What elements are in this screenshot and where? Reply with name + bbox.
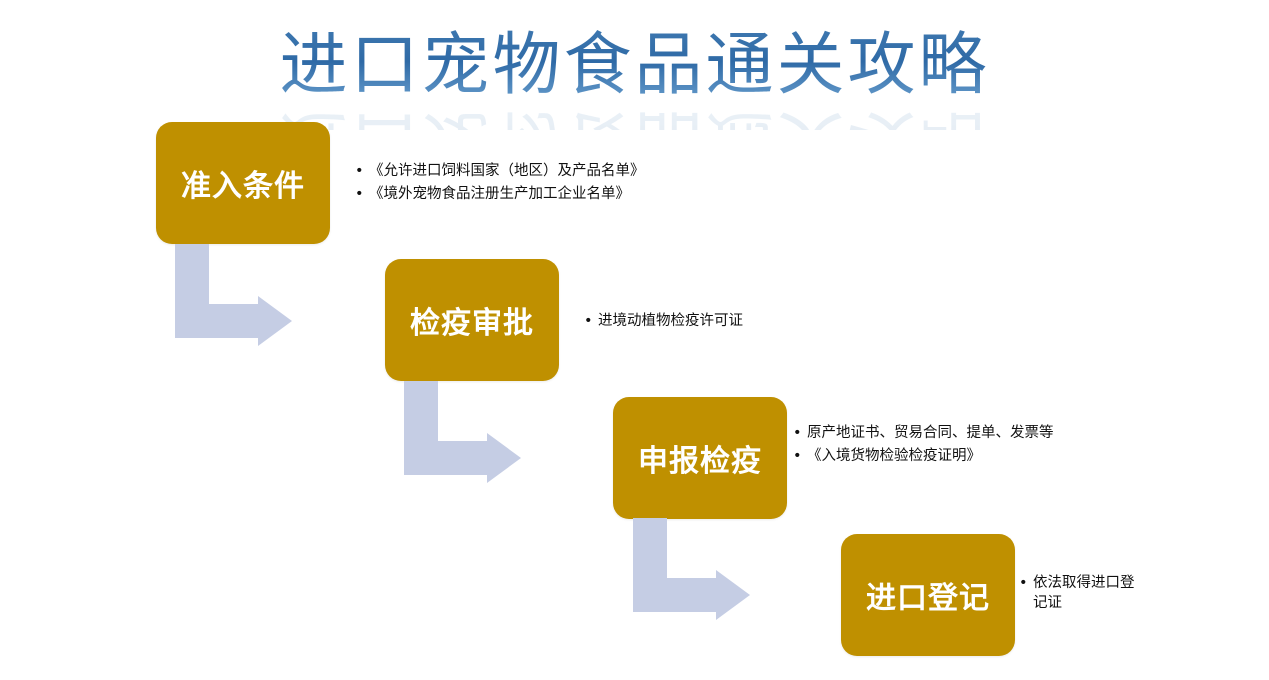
step-box-quarantine-approval: 检疫审批 — [385, 259, 559, 381]
step-details-admission-conditions: 《允许进口饲料国家（地区）及产品名单》 《境外宠物食品注册生产加工企业名单》 — [355, 160, 645, 206]
step-box-import-registration: 进口登记 — [841, 534, 1015, 656]
step-label: 检疫审批 — [410, 306, 534, 341]
step-label: 进口登记 — [866, 581, 990, 616]
diagram-title: 进口宠物食品通关攻略 — [279, 26, 990, 105]
detail-item: 《允许进口饲料国家（地区）及产品名单》 — [355, 160, 645, 183]
title-reflection-text: 进口宠物食品通关攻略 — [279, 96, 989, 130]
down-right-arrow-icon — [633, 518, 750, 620]
step-box-admission-conditions: 准入条件 — [156, 122, 330, 244]
step-details-quarantine-declaration: 原产地证书、贸易合同、提单、发票等 《入境货物检验检疫证明》 — [793, 422, 1054, 468]
step-details-quarantine-approval: 进境动植物检疫许可证 — [584, 310, 743, 333]
detail-item: 依法取得进口登记证 — [1019, 573, 1139, 613]
step-label: 申报检疫 — [638, 444, 762, 479]
detail-item: 原产地证书、贸易合同、提单、发票等 — [793, 422, 1054, 445]
step-label: 准入条件 — [181, 169, 305, 204]
detail-item: 进境动植物检疫许可证 — [584, 310, 743, 333]
down-right-arrow-icon — [175, 244, 292, 346]
detail-item: 《入境货物检验检疫证明》 — [793, 445, 1054, 468]
diagram-title-wrap: 进口宠物食品通关攻略 — [0, 22, 1269, 110]
down-right-arrow-icon — [404, 381, 521, 483]
detail-item: 《境外宠物食品注册生产加工企业名单》 — [355, 183, 645, 206]
step-details-import-registration: 依法取得进口登记证 — [1019, 573, 1139, 613]
step-box-quarantine-declaration: 申报检疫 — [613, 397, 787, 519]
